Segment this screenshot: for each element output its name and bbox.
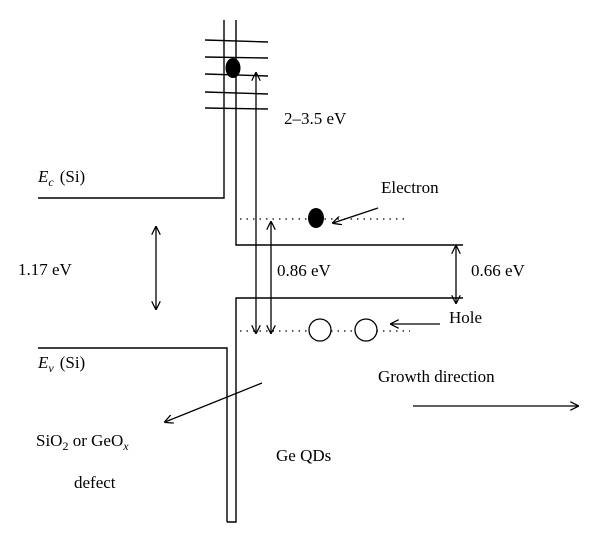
defect-label: defect — [74, 473, 116, 492]
si-valence-band — [38, 347, 228, 522]
ge-qds-label: Ge QDs — [276, 446, 331, 465]
ev-label: Ev(Si) — [37, 353, 85, 375]
barrier-label: 2–3.5 eV — [284, 109, 347, 128]
electron-dot — [308, 208, 324, 228]
hole-1 — [308, 318, 332, 342]
oxide-label: SiO2 or GeOx — [36, 431, 129, 453]
ec-label: Ec(Si) — [37, 167, 85, 189]
ge-valence-band — [227, 297, 463, 523]
defect-pointer — [165, 382, 263, 422]
growth-label: Growth direction — [378, 367, 495, 386]
ge-gap-label: 0.86 eV — [277, 261, 332, 280]
si-gap-label: 1.17 eV — [18, 260, 73, 279]
hole-label: Hole — [449, 308, 482, 327]
trapped-electron — [225, 58, 241, 78]
electron-label: Electron — [381, 178, 439, 197]
ge-conduction-band — [235, 20, 463, 246]
offset-label: 0.66 eV — [471, 261, 526, 280]
si-conduction-band — [38, 20, 225, 199]
hole-2 — [354, 318, 378, 342]
electron-pointer — [333, 207, 379, 223]
